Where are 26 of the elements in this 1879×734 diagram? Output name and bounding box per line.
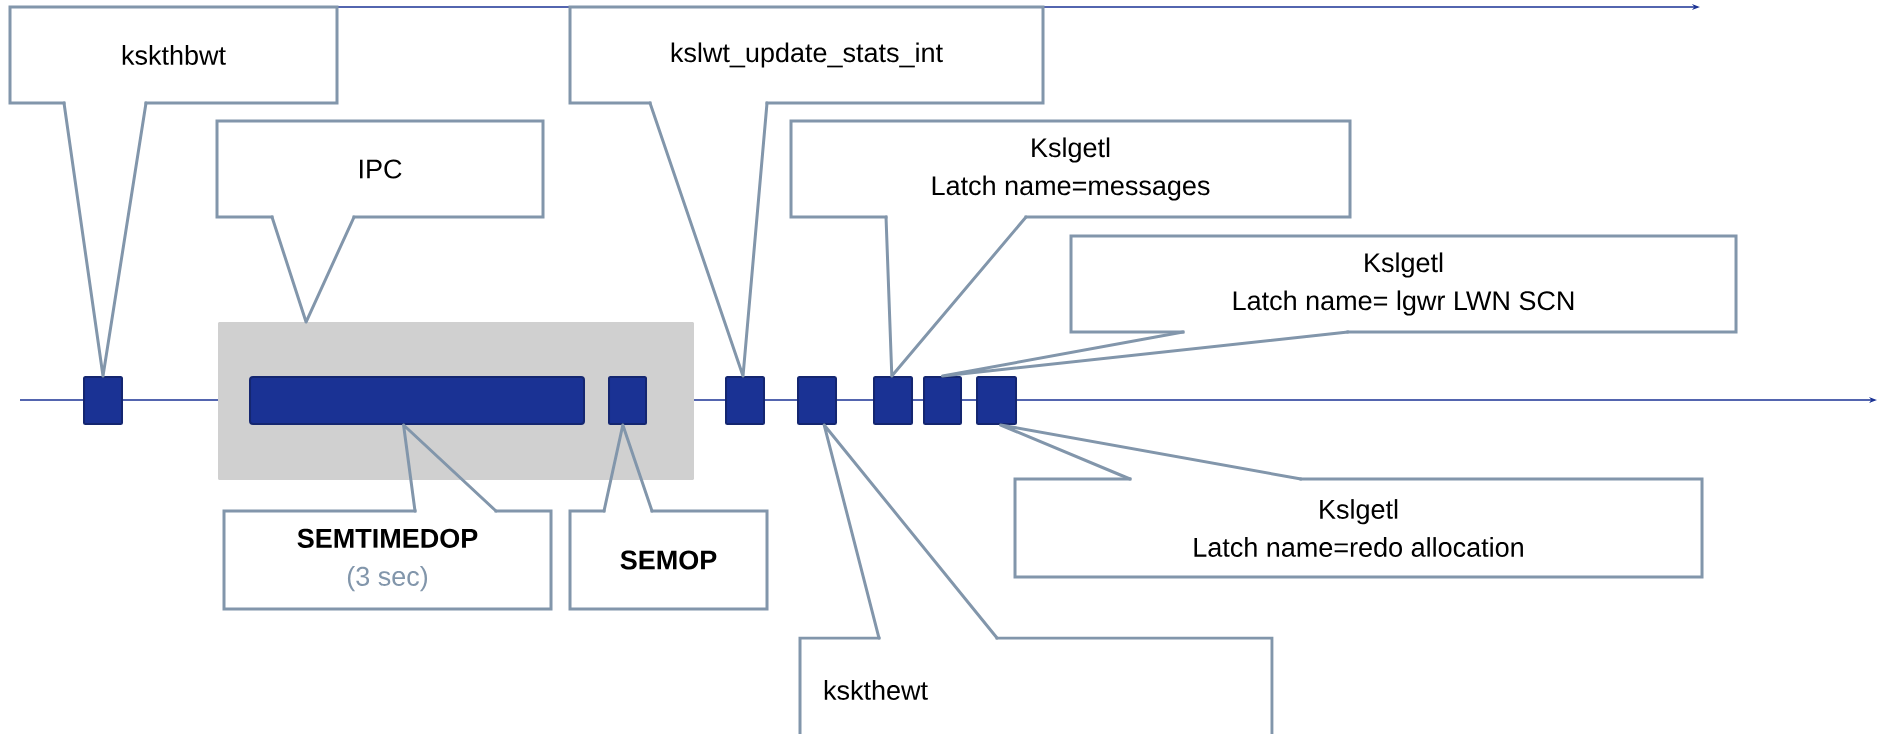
callout-pointer <box>602 423 654 513</box>
callout-box: Kslgetl Latch name= lgwr LWN SCN <box>1069 234 1738 334</box>
callout-box: IPC <box>215 119 545 219</box>
callout-pointer <box>822 423 999 640</box>
callout-box: Kslgetl Latch name=redo allocation <box>1013 477 1704 579</box>
callout-pointer <box>270 215 356 324</box>
callout-box: SEMOP <box>568 509 769 611</box>
event-block <box>797 376 837 425</box>
event-block <box>976 376 1017 425</box>
callout-box: kslwt_update_stats_int <box>568 5 1045 105</box>
event-block <box>83 376 123 425</box>
callout-pointer <box>402 423 498 513</box>
callout-box: kskthewt <box>798 636 1274 734</box>
event-block <box>249 376 585 425</box>
event-block <box>923 376 962 425</box>
callout-pointer <box>884 215 1028 378</box>
event-block <box>608 376 647 425</box>
event-block <box>725 376 765 425</box>
callout-pointer <box>648 101 769 378</box>
callout-box: SEMTIMEDOP (3 sec) <box>222 509 553 611</box>
callout-box: kskthbwt <box>8 5 339 105</box>
event-block <box>873 376 913 425</box>
callout-pointer <box>941 330 1350 378</box>
callout-box: Kslgetl Latch name=messages <box>789 119 1352 219</box>
callout-pointer <box>62 101 148 378</box>
callout-pointer <box>999 423 1303 481</box>
